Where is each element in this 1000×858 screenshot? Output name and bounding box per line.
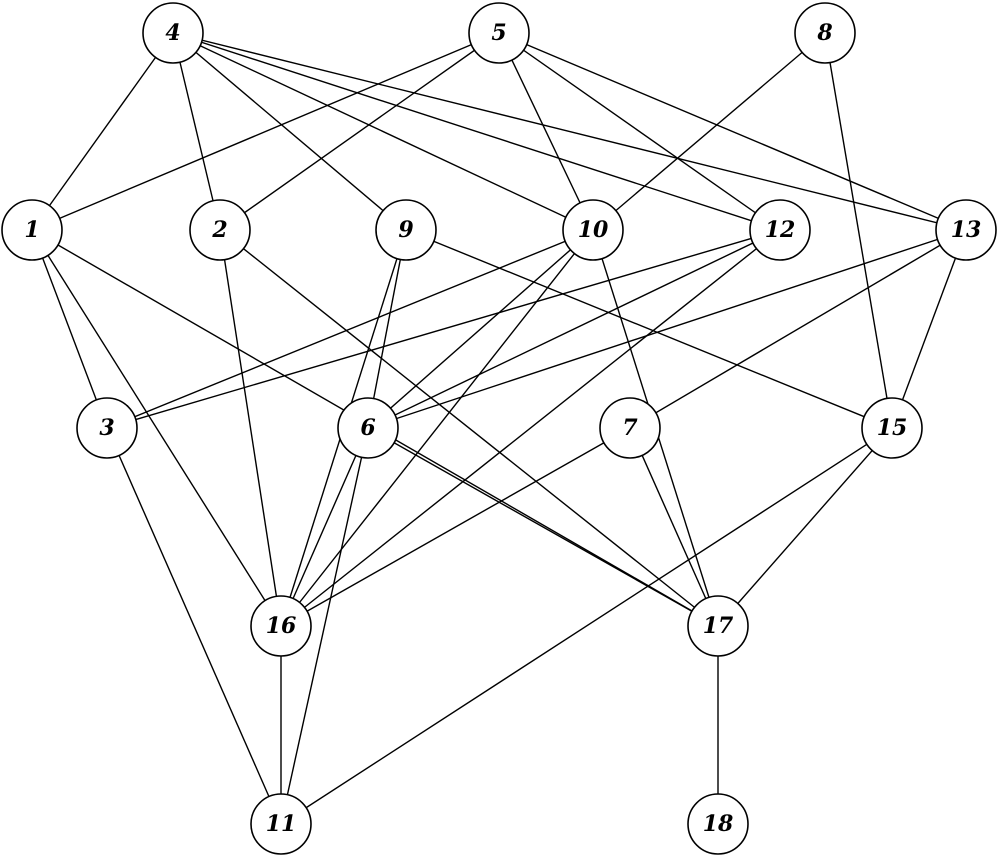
edge-8-10: [592, 32, 826, 231]
edge-2-17: [219, 229, 719, 627]
node-circle: [375, 199, 437, 261]
edge-12-3: [106, 229, 781, 429]
edge-7-16: [280, 427, 631, 627]
edge-15-17: [717, 427, 893, 627]
edge-13-6: [367, 229, 967, 429]
node-label: 18: [703, 811, 734, 837]
node-label: 10: [578, 217, 609, 243]
node-15: 15: [861, 397, 923, 459]
node-17: 17: [687, 595, 749, 657]
edge-1-16: [31, 229, 282, 627]
node-label: 8: [816, 20, 832, 46]
node-3: 3: [76, 397, 138, 459]
node-circle: [468, 2, 530, 64]
node-9: 9: [375, 199, 437, 261]
node-label: 9: [398, 217, 413, 243]
node-12: 12: [749, 199, 811, 261]
node-13: 13: [935, 199, 997, 261]
node-label: 17: [703, 613, 734, 639]
edge-4-1: [31, 32, 174, 231]
node-circle: [599, 397, 661, 459]
node-circle: [189, 199, 251, 261]
node-label: 4: [165, 20, 180, 46]
node-circle: [749, 199, 811, 261]
edge-5-1: [31, 32, 500, 231]
node-label: 2: [211, 217, 227, 243]
node-circle: [250, 595, 312, 657]
node-circle: [337, 397, 399, 459]
node-circle: [562, 199, 624, 261]
edge-4-2: [172, 32, 221, 231]
edge-5-10: [498, 32, 594, 231]
node-circle: [1, 199, 63, 261]
edge-10-16: [280, 229, 594, 627]
edge-1-3: [31, 229, 108, 429]
node-label: 7: [622, 415, 638, 441]
edge-6-16: [280, 427, 369, 627]
node-2: 2: [189, 199, 251, 261]
node-8: 8: [794, 2, 856, 64]
node-1: 1: [1, 199, 63, 261]
node-label: 11: [266, 811, 297, 837]
edge-5-12: [498, 32, 781, 231]
edge-4-12: [172, 32, 781, 231]
edge-5-13: [498, 32, 967, 231]
node-circle: [935, 199, 997, 261]
node-circle: [76, 397, 138, 459]
node-circle: [687, 793, 749, 855]
edge-4-13: [172, 32, 967, 231]
edge-10-3: [106, 229, 594, 429]
edges-layer: [31, 32, 967, 825]
edge-6-17: [367, 427, 719, 627]
node-5: 5: [468, 2, 530, 64]
node-circle: [142, 2, 204, 64]
node-18: 18: [687, 793, 749, 855]
node-circle: [861, 397, 923, 459]
node-11: 11: [250, 793, 312, 855]
node-label: 5: [491, 20, 506, 46]
node-label: 15: [877, 415, 908, 441]
node-circle: [794, 2, 856, 64]
edge-5-2: [219, 32, 500, 231]
node-6: 6: [337, 397, 399, 459]
edge-13-7: [629, 229, 967, 429]
edge-12-6: [367, 229, 781, 429]
edge-8-15: [824, 32, 893, 429]
node-circle: [250, 793, 312, 855]
edge-2-16: [219, 229, 282, 627]
edge-9-15: [405, 229, 893, 429]
edge-12-16: [280, 229, 781, 627]
edge-13-15: [891, 229, 967, 429]
node-label: 1: [24, 217, 39, 243]
edge-10-6: [367, 229, 594, 429]
node-label: 16: [266, 613, 297, 639]
edge-7-17: [629, 427, 719, 627]
node-circle: [687, 595, 749, 657]
node-7: 7: [599, 397, 661, 459]
edge-15-11: [280, 427, 893, 825]
node-16: 16: [250, 595, 312, 657]
node-label: 6: [360, 415, 375, 441]
node-label: 3: [99, 415, 114, 441]
node-4: 4: [142, 2, 204, 64]
edge-3-11: [106, 427, 282, 825]
node-label: 12: [765, 217, 796, 243]
node-label: 13: [951, 217, 982, 243]
edge-4-9: [172, 32, 407, 231]
node-10: 10: [562, 199, 624, 261]
edge-4-10: [172, 32, 594, 231]
edge-9-6: [367, 229, 407, 429]
edge-6-11: [280, 427, 369, 825]
